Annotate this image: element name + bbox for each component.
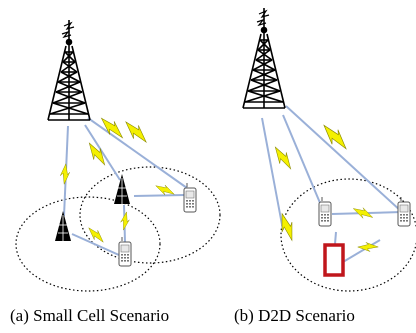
lightning-bolt-icon [268, 146, 298, 170]
mobile-phone-icon [318, 196, 332, 227]
small-cell-tower-icon [113, 173, 131, 205]
lightning-bolt-icon [56, 163, 74, 185]
panel-d2d [242, 8, 416, 292]
d2d-coverage [280, 178, 416, 292]
cell-tower-icon [242, 8, 286, 109]
caption-d2d-scenario: (b) D2D Scenario [234, 306, 355, 325]
caption-small-cell-scenario: (a) Small Cell Scenario [10, 306, 170, 325]
lightning-bolt-icon [121, 120, 151, 144]
lightning-bolt-icon [118, 211, 132, 231]
lightning-bolt-icon [357, 238, 379, 256]
lightning-bolt-icon [82, 142, 112, 166]
link-lines-b [261, 105, 403, 263]
panel-small-cell [15, 20, 221, 292]
cell-tower-icon [47, 20, 91, 121]
small-cell-tower-icon [54, 210, 72, 242]
link-lines-a [63, 117, 188, 256]
red-device-box [323, 243, 345, 277]
lightning-bolt-icon [272, 212, 302, 242]
lightning-bolt-icon [155, 184, 175, 196]
small-cell-coverage-left [15, 196, 161, 292]
small-cell-coverage-right [79, 166, 221, 264]
lightning-bolt-icon [318, 123, 352, 151]
